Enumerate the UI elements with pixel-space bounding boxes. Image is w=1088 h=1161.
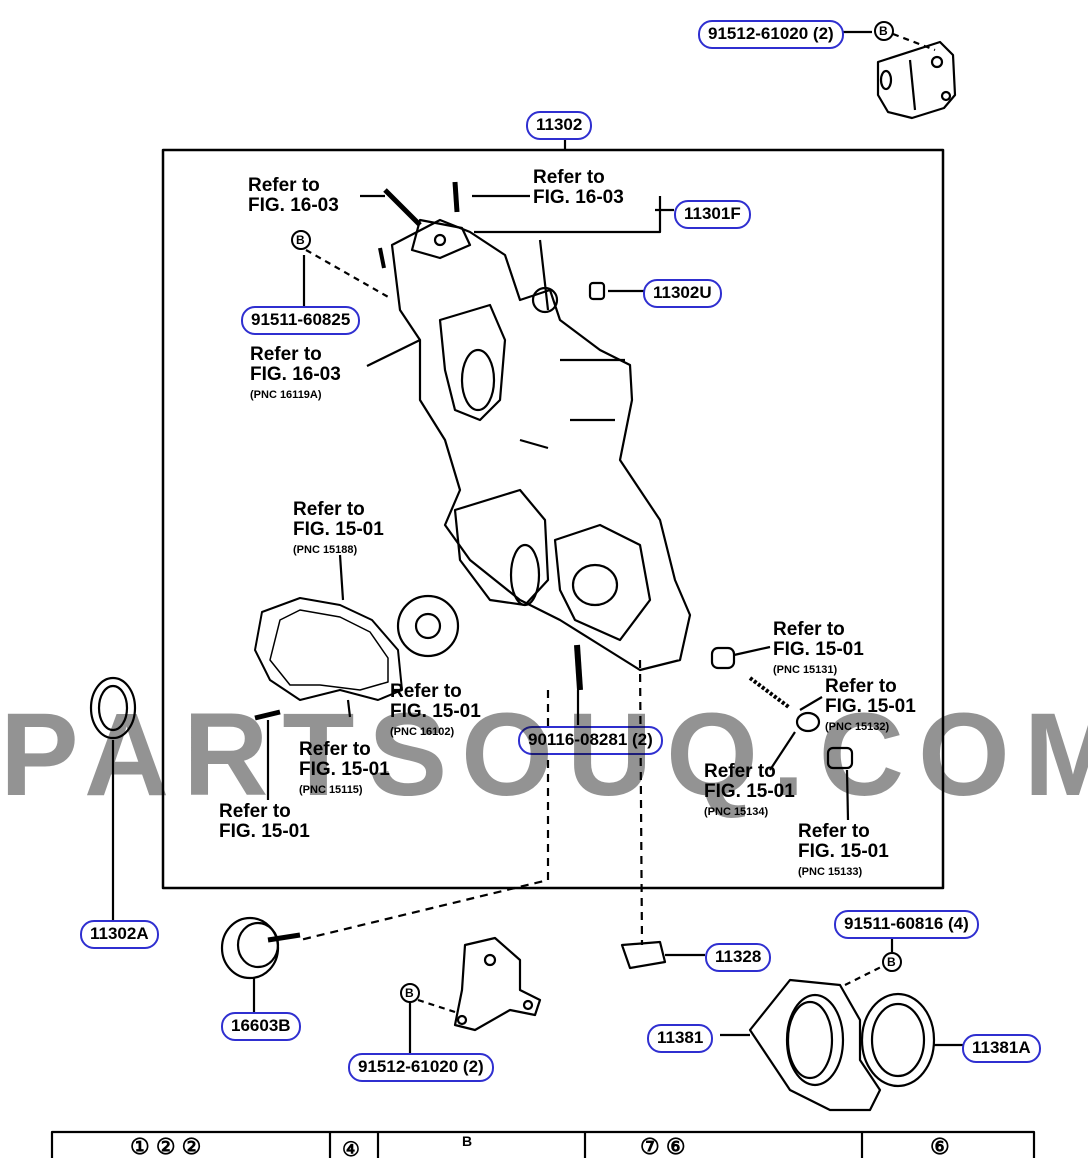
ref-line: FIG. 15-01 (219, 821, 310, 842)
ref-line: Refer to (219, 801, 291, 822)
ref-line: Refer to (299, 739, 371, 760)
table-header-cell: ④ (342, 1139, 360, 1161)
ref-pnc: (PNC 15115) (299, 784, 363, 796)
assembly-frame (161, 148, 945, 890)
ref-line: FIG. 15-01 (293, 519, 384, 540)
part-callout[interactable]: 11302 (526, 111, 593, 140)
ref-pnc: (PNC 15188) (293, 544, 358, 556)
table-header-cell: ⑥ (930, 1134, 950, 1159)
ref-line: Refer to (773, 619, 845, 640)
ref-line: Refer to (704, 761, 776, 782)
ref-line: FIG. 16-03 (250, 364, 341, 385)
seal-retainer (748, 978, 882, 1112)
table-header-cell: B (462, 1133, 473, 1149)
ref-line: FIG. 15-01 (390, 701, 481, 722)
part-callout[interactable]: 11302U (643, 279, 722, 308)
ref-line: FIG. 15-01 (704, 781, 795, 802)
ref-line: Refer to (390, 681, 462, 702)
ref-line: Refer to (533, 167, 605, 188)
ref-pnc: (PNC 16119A) (250, 389, 322, 401)
table-header-cell: ⑦ ⑥ (640, 1134, 686, 1159)
part-callout[interactable]: 91512-61020 (2) (348, 1053, 494, 1082)
lower-bracket (453, 936, 542, 1032)
bolt-marker: B (296, 233, 305, 247)
ref-line: FIG. 16-03 (248, 195, 339, 216)
top-bracket (876, 40, 957, 120)
oil-pump-gear (396, 594, 460, 658)
gasket (254, 597, 403, 701)
part-callout[interactable]: 11381 (647, 1024, 714, 1053)
ref-line: Refer to (293, 499, 365, 520)
ref-line: Refer to (250, 344, 322, 365)
ref-line: FIG. 15-01 (798, 841, 889, 862)
ref-line: FIG. 16-03 (533, 187, 624, 208)
oil-seal-right (860, 992, 936, 1088)
ref-pnc: (PNC 15134) (704, 806, 769, 818)
table-header-box (50, 1130, 1036, 1158)
part-callout[interactable]: 11381A (962, 1034, 1041, 1063)
small-gasket (620, 940, 667, 970)
ref-pnc: (PNC 15133) (798, 866, 863, 878)
ref-line: FIG. 15-01 (299, 759, 390, 780)
ref-line: Refer to (798, 821, 870, 842)
bolt-marker: B (887, 955, 896, 969)
table-header-cell: ① ② ② (130, 1134, 202, 1159)
ref-line: FIG. 15-01 (825, 696, 916, 717)
part-callout[interactable]: 11301F (674, 200, 751, 229)
part-callout[interactable]: 91511-60816 (4) (834, 910, 979, 939)
ref-pnc: (PNC 16102) (390, 726, 455, 738)
ref-line: Refer to (248, 175, 320, 196)
oil-seal-left (89, 676, 137, 740)
bolt-marker: B (879, 24, 888, 38)
part-callout[interactable]: 90116-08281 (2) (518, 726, 663, 755)
part-callout[interactable]: 16603B (221, 1012, 301, 1041)
part-callout[interactable]: 91512-61020 (2) (698, 20, 844, 49)
part-callout[interactable]: 91511-60825 (241, 306, 361, 335)
ref-line: Refer to (825, 676, 897, 697)
ref-pnc: (PNC 15131) (773, 664, 838, 676)
part-callout[interactable]: 11328 (705, 943, 772, 972)
bolt-marker: B (405, 986, 414, 1000)
part-callout[interactable]: 11302A (80, 920, 159, 949)
ref-pnc: (PNC 15132) (825, 721, 890, 733)
timing-cover (390, 218, 692, 672)
ref-line: FIG. 15-01 (773, 639, 864, 660)
